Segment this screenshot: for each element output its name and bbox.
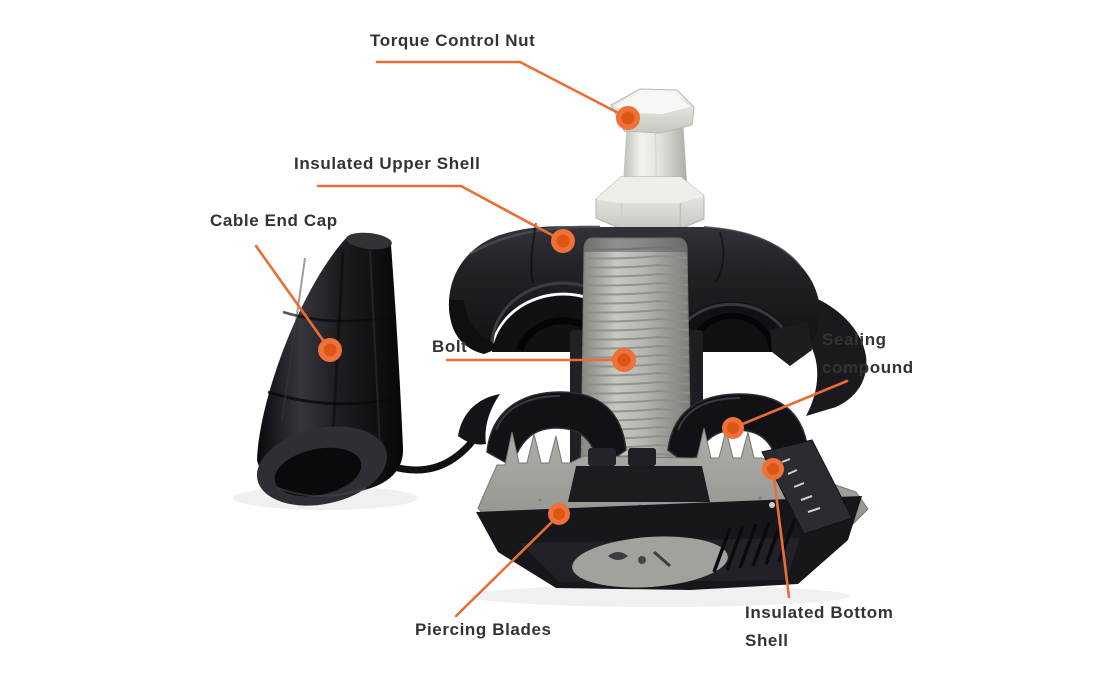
torque-nut-graphic bbox=[595, 88, 705, 231]
label-insulated-bottom-shell: Insulated Bottom Shell bbox=[745, 599, 893, 655]
label-text: Cable End Cap bbox=[210, 211, 338, 230]
leader-piercing-blades bbox=[454, 513, 561, 618]
bolt-foot-graphic bbox=[568, 448, 710, 502]
label-text: compound bbox=[822, 358, 914, 377]
sealing-compound-graphic bbox=[486, 391, 809, 472]
callout-dot-insulated-bottom-shell bbox=[762, 458, 784, 480]
callout-dot-insulated-upper-shell bbox=[551, 229, 575, 253]
label-text: Shell bbox=[745, 631, 789, 650]
callout-dot-piercing-blades bbox=[548, 503, 570, 525]
label-cable-end-cap: Cable End Cap bbox=[210, 207, 338, 235]
leader-insulated-upper-shell bbox=[316, 184, 565, 243]
callout-dot-sealing-compound bbox=[722, 417, 744, 439]
print-strip-marks bbox=[781, 458, 821, 513]
leader-sealing-compound bbox=[731, 379, 849, 430]
label-text: Bolt bbox=[432, 337, 468, 356]
leader-cable-end-cap bbox=[254, 244, 332, 352]
label-bolt: Bolt bbox=[432, 333, 467, 361]
label-insulated-upper-shell: Insulated Upper Shell bbox=[294, 150, 480, 178]
callout-dot-cable-end-cap bbox=[318, 338, 342, 362]
label-sealing-compound: Sealing compound bbox=[822, 326, 914, 382]
cable-end-cap-graphic bbox=[256, 232, 404, 506]
bottom-shell-graphic bbox=[476, 439, 862, 590]
label-text: Insulated Bottom bbox=[745, 603, 894, 622]
bottom-shell-print-strip bbox=[761, 439, 853, 535]
label-text: Torque Control Nut bbox=[370, 31, 536, 50]
leader-torque-control-nut bbox=[375, 60, 630, 120]
bottom-shell-label-oval bbox=[572, 536, 728, 588]
label-text: Sealing bbox=[822, 330, 887, 349]
label-torque-control-nut: Torque Control Nut bbox=[370, 27, 535, 55]
label-piercing-blades: Piercing Blades bbox=[415, 616, 552, 644]
callout-dot-bolt bbox=[612, 348, 636, 372]
cap-mouth-hole bbox=[274, 447, 362, 497]
label-text: Piercing Blades bbox=[415, 620, 552, 639]
callout-leaders bbox=[254, 60, 849, 618]
leader-insulated-bottom-shell bbox=[771, 468, 791, 599]
callout-dot-torque-control-nut bbox=[616, 106, 640, 130]
label-text: Insulated Upper Shell bbox=[294, 154, 481, 173]
tether-strap-graphic bbox=[386, 394, 500, 474]
